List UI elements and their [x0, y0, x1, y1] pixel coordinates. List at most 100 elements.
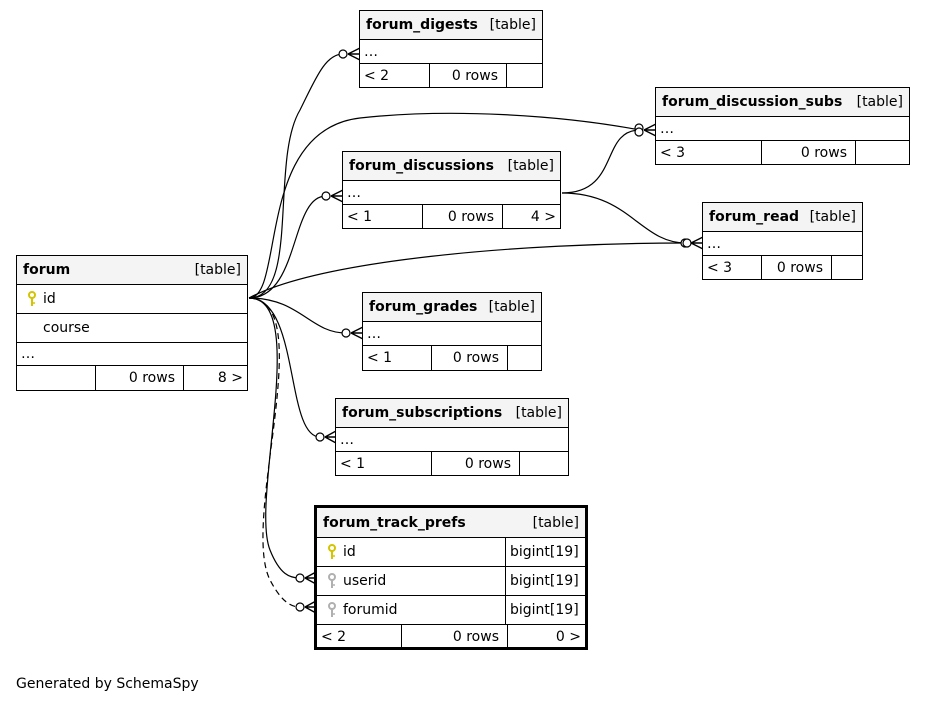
row-count: 0 rows — [430, 64, 507, 87]
ellipsis-row: … — [656, 117, 909, 141]
column-row[interactable]: id bigint[19] — [317, 538, 585, 567]
table-name: forum_digests — [366, 17, 478, 33]
children-count[interactable]: 8 > — [217, 370, 243, 386]
row-count: 0 rows — [96, 366, 184, 390]
table-name: forum_discussion_subs — [662, 94, 843, 110]
table-header: forum [table] — [17, 256, 247, 285]
ellipsis-row: … — [360, 40, 542, 64]
row-count: 0 rows — [423, 205, 503, 228]
parents-count[interactable]: < 1 — [363, 346, 432, 370]
children-count[interactable]: 0 > — [555, 628, 581, 645]
column-type: bigint[19] — [505, 538, 585, 566]
table-name: forum_read — [709, 209, 800, 225]
parents-count[interactable]: < 2 — [360, 64, 430, 87]
edge-forum-read — [248, 242, 687, 299]
table-header: forum_grades [table] — [363, 293, 541, 322]
table-header: forum_discussions [table] — [343, 152, 560, 181]
table-name: forum_grades — [369, 299, 478, 315]
table-kind: [table] — [194, 262, 241, 278]
table-header: forum_discussion_subs [table] — [656, 88, 909, 117]
table-name: forum — [23, 262, 71, 278]
row-count: 0 rows — [762, 256, 832, 279]
table-forum-track-prefs[interactable]: forum_track_prefs [table] id bigint[19] … — [314, 505, 588, 650]
table-forum-discussion-subs[interactable]: forum_discussion_subs [table] … < 3 0 ro… — [655, 87, 910, 165]
column-row[interactable]: id — [17, 285, 247, 314]
marker-read-b — [682, 238, 692, 248]
table-footer: < 1 0 rows — [363, 346, 541, 370]
table-header: forum_track_prefs [table] — [317, 508, 585, 538]
column-type: bigint[19] — [505, 567, 585, 595]
ellipsis: … — [347, 184, 361, 201]
column-name: id — [343, 544, 356, 560]
primary-key-icon — [21, 291, 43, 307]
table-forum-subscriptions[interactable]: forum_subscriptions [table] … < 1 0 rows — [335, 398, 569, 476]
column-type: bigint[19] — [505, 596, 585, 624]
table-kind: [table] — [515, 405, 562, 421]
row-count: 0 rows — [432, 346, 508, 370]
parents-count[interactable]: < 1 — [336, 452, 432, 475]
edge-discussions-read — [561, 192, 687, 244]
table-forum[interactable]: forum [table] id course … 0 rows 8 > — [16, 255, 248, 391]
edge-forum-grades — [248, 297, 347, 334]
children-count — [520, 452, 568, 475]
marker-track-userid — [295, 573, 305, 583]
table-footer: < 2 0 rows — [360, 64, 542, 87]
edge-forum-digests — [248, 53, 344, 299]
ellipsis: … — [660, 120, 674, 137]
marker-track-forumid — [295, 602, 305, 612]
parents-count[interactable]: < 3 — [703, 256, 762, 279]
table-kind: [table] — [809, 209, 856, 225]
row-count: 0 rows — [432, 452, 520, 475]
column-row[interactable]: userid bigint[19] — [317, 567, 585, 596]
ellipsis-row: … — [336, 428, 568, 452]
foreign-key-icon — [321, 573, 343, 589]
table-header: forum_read [table] — [703, 203, 862, 232]
row-count: 0 rows — [762, 141, 856, 164]
marker-grades — [341, 328, 351, 338]
edge-forum-subscriptions — [248, 297, 321, 438]
table-forum-grades[interactable]: forum_grades [table] … < 1 0 rows — [362, 292, 542, 371]
ellipsis: … — [707, 235, 721, 252]
table-name: forum_discussions — [349, 158, 494, 174]
parents-count[interactable]: < 1 — [343, 205, 423, 228]
parents-count[interactable]: < 2 — [317, 625, 402, 648]
table-footer: < 2 0 rows 0 > — [317, 625, 585, 648]
table-name: forum_track_prefs — [323, 514, 466, 531]
table-name: forum_subscriptions — [342, 405, 503, 421]
table-kind: [table] — [856, 94, 903, 110]
table-kind: [table] — [507, 158, 554, 174]
primary-key-icon — [321, 544, 343, 560]
table-forum-digests[interactable]: forum_digests [table] … < 2 0 rows — [359, 10, 543, 88]
edge-discussions-subs — [561, 129, 641, 194]
table-footer: < 3 0 rows — [656, 141, 909, 164]
table-footer: 0 rows 8 > — [17, 366, 247, 390]
table-kind: [table] — [489, 17, 536, 33]
ellipsis-row: … — [17, 343, 247, 366]
table-footer: < 1 0 rows 4 > — [343, 205, 560, 228]
edge-forum-track-prefs-userid — [248, 297, 301, 579]
ellipsis-row: … — [703, 232, 862, 256]
column-row[interactable]: course — [17, 314, 247, 343]
column-name: forumid — [343, 602, 398, 618]
ellipsis: … — [21, 346, 35, 362]
children-count — [508, 346, 541, 370]
table-kind: [table] — [532, 514, 579, 531]
table-header: forum_digests [table] — [360, 11, 542, 40]
ellipsis-row: … — [343, 181, 560, 205]
marker-digests — [338, 49, 348, 59]
parents-count[interactable]: < 3 — [656, 141, 762, 164]
children-count — [832, 256, 862, 279]
ellipsis: … — [340, 431, 354, 448]
edge-forum-discussion-subs — [248, 112, 641, 299]
column-row[interactable]: forumid bigint[19] — [317, 596, 585, 625]
column-name: userid — [343, 573, 387, 589]
table-forum-read[interactable]: forum_read [table] … < 3 0 rows — [702, 202, 863, 280]
edge-forum-track-prefs-forumid — [248, 297, 301, 608]
marker-discussions — [321, 191, 331, 201]
edge-forum-discussions — [248, 195, 327, 299]
children-count[interactable]: 4 > — [530, 208, 556, 225]
table-forum-discussions[interactable]: forum_discussions [table] … < 1 0 rows 4… — [342, 151, 561, 229]
ellipsis: … — [367, 325, 381, 342]
parents-count — [17, 366, 96, 390]
